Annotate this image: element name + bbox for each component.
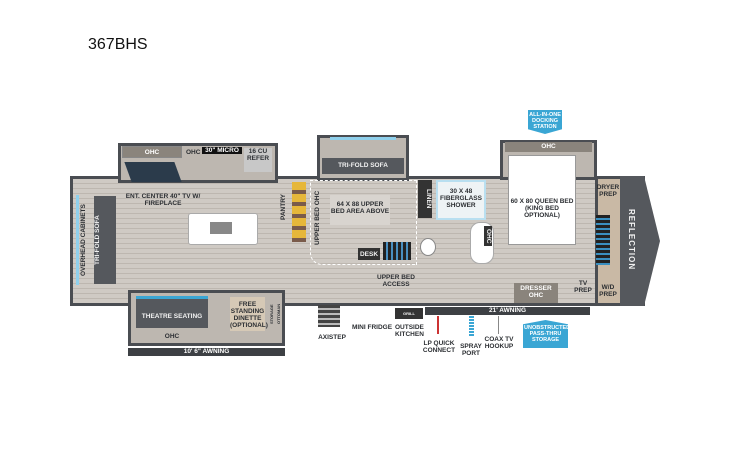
linen-closet: LINEN [418, 180, 432, 218]
spray-port-label: SPRAY PORT [460, 343, 482, 357]
tv-prep: TV PREP [574, 280, 592, 294]
lp-quick-connect-label: LP QUICK CONNECT [422, 340, 456, 354]
awning-small: 10' 6" AWNING [128, 348, 285, 356]
rear-tri-fold-sofa: TRI-FOLD SOFA [94, 196, 116, 284]
brand-label: REFLECTION [627, 209, 636, 271]
upper-bed-ohc: UPPER BED OHC [314, 190, 321, 246]
pass-thru-storage-badge: UNOBSTRUCTED PASS-THRU STORAGE [523, 320, 568, 348]
front-cap [620, 176, 660, 306]
axistep-icon [318, 305, 340, 327]
sink-icon [210, 222, 232, 234]
dinette: FREE STANDING DINETTE (OPTIONAL) [230, 297, 268, 331]
docking-station-badge: ALL-IN-ONE DOCKING STATION [528, 110, 562, 134]
ohc-dresser: OHC [528, 292, 544, 299]
wardrobe [383, 242, 411, 260]
theatre-seating: THEATRE SEATING [136, 296, 208, 328]
dryer-prep: DRYER PREP [596, 184, 620, 198]
spray-port-icon [469, 316, 474, 336]
pantry-label: PANTRY [280, 194, 287, 220]
upper-bed-outline [310, 180, 417, 265]
mid-tri-fold-sofa: TRI-FOLD SOFA [322, 158, 404, 174]
front-closet [596, 215, 610, 265]
coax-tv-hookup-label: COAX TV HOOKUP [484, 336, 514, 350]
mini-fridge-label: MINI FRIDGE [351, 324, 393, 331]
axistep-label: AXISTEP [318, 334, 346, 341]
ohc-theatre: OHC [164, 333, 180, 340]
rear-window [76, 195, 79, 285]
queen-bed: 60 x 80 QUEEN BED (KING BED OPTIONAL) [508, 155, 576, 245]
pantry-shelves [292, 182, 306, 242]
ohc-micro: OHC [186, 149, 201, 156]
model-title: 367BHS [88, 36, 148, 53]
upper-bed-access: UPPER BED ACCESS [377, 274, 415, 288]
wd-prep: W/D PREP [599, 284, 617, 298]
ent-center-label: ENT. CENTER 40" TV w/ FIREPLACE [125, 193, 201, 207]
toilet-icon [420, 238, 436, 256]
microwave: 30" MICRO [202, 147, 242, 154]
ohc-bath: OHC [484, 226, 492, 246]
lp-connector-icon [437, 316, 439, 334]
coax-icon [498, 316, 499, 334]
awning-large: 21' AWNING [425, 307, 590, 315]
ohc-bedroom: OHC [505, 142, 592, 152]
desk: DESK [358, 248, 380, 260]
grill: GRILL [395, 308, 423, 319]
overhead-cabinets-label: OVERHEAD CABINETS [80, 204, 87, 276]
tv-fireplace [124, 162, 182, 182]
upper-bed-area: 64 x 88 UPPER BED AREA ABOVE [330, 195, 390, 225]
ohc-kitchen: OHC [122, 146, 182, 158]
refrigerator: 16 CU REFER [244, 148, 272, 172]
shower: 30 x 48 FIBERGLASS SHOWER [436, 180, 486, 220]
mid-window [330, 137, 396, 140]
storage-ottoman: STORAGE OTTOMAN [269, 303, 281, 325]
outside-kitchen-label: OUTSIDE KITCHEN [395, 324, 424, 338]
dresser-label: DRESSER [520, 285, 552, 292]
